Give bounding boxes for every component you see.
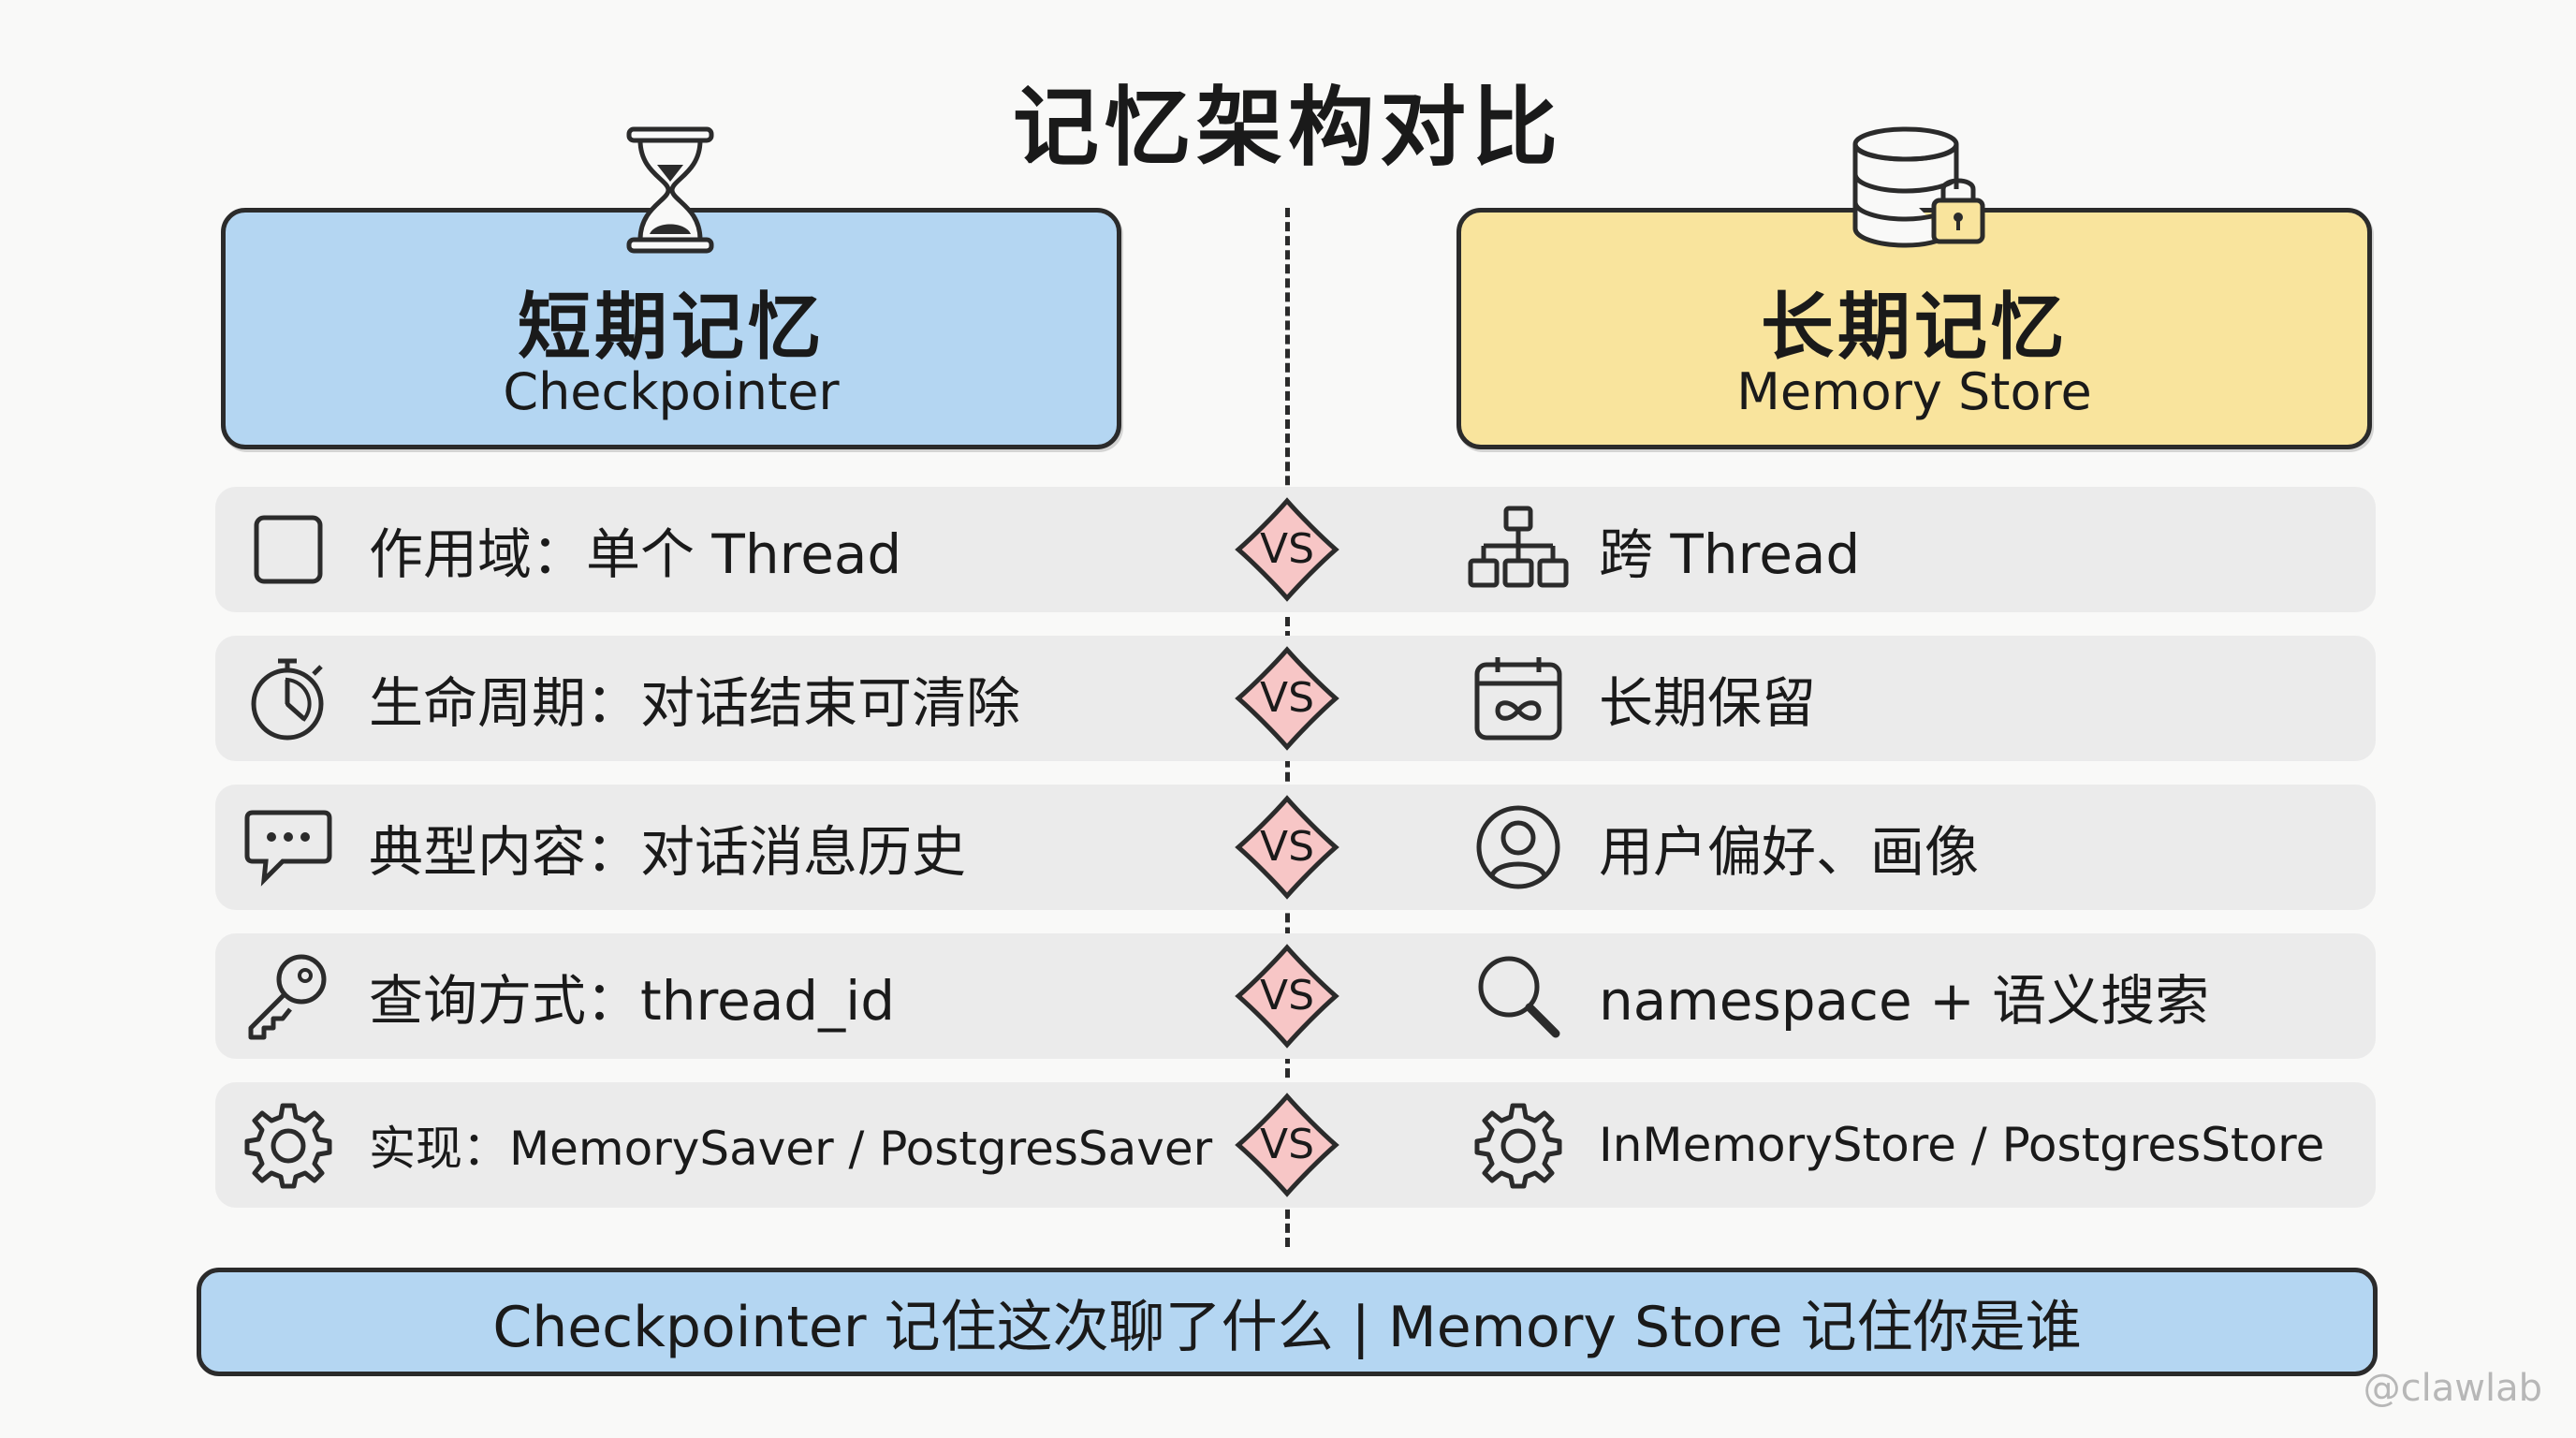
watermark: @clawlab [2363, 1367, 2542, 1410]
long-term-feature: 用户偏好、画像 [1599, 820, 1980, 884]
calendar-infinity-icon [1471, 652, 1565, 745]
search-icon [1471, 949, 1565, 1043]
comparison-row: 查询方式：thread_id VS namespace + 语义搜索 [215, 933, 2376, 1059]
short-term-cell: 作用域：单个 Thread [242, 487, 1243, 612]
hierarchy-icon [1468, 503, 1569, 596]
long-term-header: 长期记忆 Memory Store [1456, 208, 2372, 449]
vs-badge: VS [1235, 944, 1339, 1049]
comparison-row: 实现：MemorySaver / PostgresSaver VS InMemory… [215, 1082, 2376, 1208]
comparison-row: 生命周期：对话结束可清除 VS 长期保留 [215, 636, 2376, 761]
short-term-feature: 生命周期：对话结束可清除 [369, 671, 1021, 735]
long-term-cell: InMemoryStore / PostgresStore [1471, 1082, 2361, 1208]
short-term-title: 短期记忆 [517, 286, 825, 370]
long-term-subtitle: Memory Store [1736, 362, 2092, 421]
short-term-subtitle: Checkpointer [503, 362, 840, 421]
vs-badge: VS [1235, 1093, 1339, 1197]
database-lock-icon [1850, 125, 1990, 260]
long-term-cell: namespace + 语义搜索 [1471, 933, 2361, 1059]
short-term-feature: 实现：MemorySaver / PostgresSaver [369, 1122, 1213, 1176]
user-profile-icon [1471, 800, 1565, 894]
long-term-feature: namespace + 语义搜索 [1599, 969, 2210, 1033]
vs-label: VS [1259, 674, 1315, 722]
comparison-row: 典型内容：对话消息历史 VS 用户偏好、画像 [215, 785, 2376, 910]
short-term-cell: 典型内容：对话消息历史 [242, 785, 1243, 910]
short-term-cell: 生命周期：对话结束可清除 [242, 636, 1243, 761]
page-title: 记忆架构对比 [1012, 78, 1563, 178]
chat-bubble-icon [242, 800, 335, 894]
square-icon [242, 503, 335, 596]
long-term-cell: 用户偏好、画像 [1471, 785, 2361, 910]
long-term-feature: 长期保留 [1599, 671, 1817, 735]
vs-badge: VS [1235, 646, 1339, 751]
short-term-feature: 典型内容：对话消息历史 [369, 820, 967, 884]
short-term-cell: 查询方式：thread_id [242, 933, 1243, 1059]
gear-icon [1471, 1098, 1565, 1192]
vs-label: VS [1259, 525, 1315, 573]
comparison-row: 作用域：单个 Thread VS 跨 Thread [215, 487, 2376, 612]
short-term-header: 短期记忆 Checkpointer [221, 208, 1121, 449]
vs-label: VS [1259, 823, 1315, 871]
stopwatch-icon [242, 652, 335, 745]
vs-badge: VS [1235, 497, 1339, 602]
long-term-feature: InMemoryStore / PostgresStore [1599, 1118, 2325, 1172]
gear-icon [242, 1098, 335, 1192]
vs-label: VS [1259, 1121, 1315, 1168]
vs-badge: VS [1235, 795, 1339, 900]
long-term-title: 长期记忆 [1760, 286, 2068, 370]
short-term-feature: 作用域：单个 Thread [369, 522, 902, 586]
key-icon [242, 949, 335, 1043]
summary-banner: Checkpointer 记住这次聊了什么 | Memory Store 记住你… [197, 1268, 2378, 1376]
short-term-feature: 查询方式：thread_id [369, 969, 896, 1033]
summary-text: Checkpointer 记住这次聊了什么 | Memory Store 记住你… [492, 1294, 2082, 1360]
long-term-feature: 跨 Thread [1599, 522, 1861, 586]
long-term-cell: 长期保留 [1471, 636, 2361, 761]
short-term-cell: 实现：MemorySaver / PostgresSaver [242, 1082, 1243, 1208]
long-term-cell: 跨 Thread [1468, 487, 2361, 612]
hourglass-icon [625, 125, 715, 258]
vs-label: VS [1259, 972, 1315, 1020]
